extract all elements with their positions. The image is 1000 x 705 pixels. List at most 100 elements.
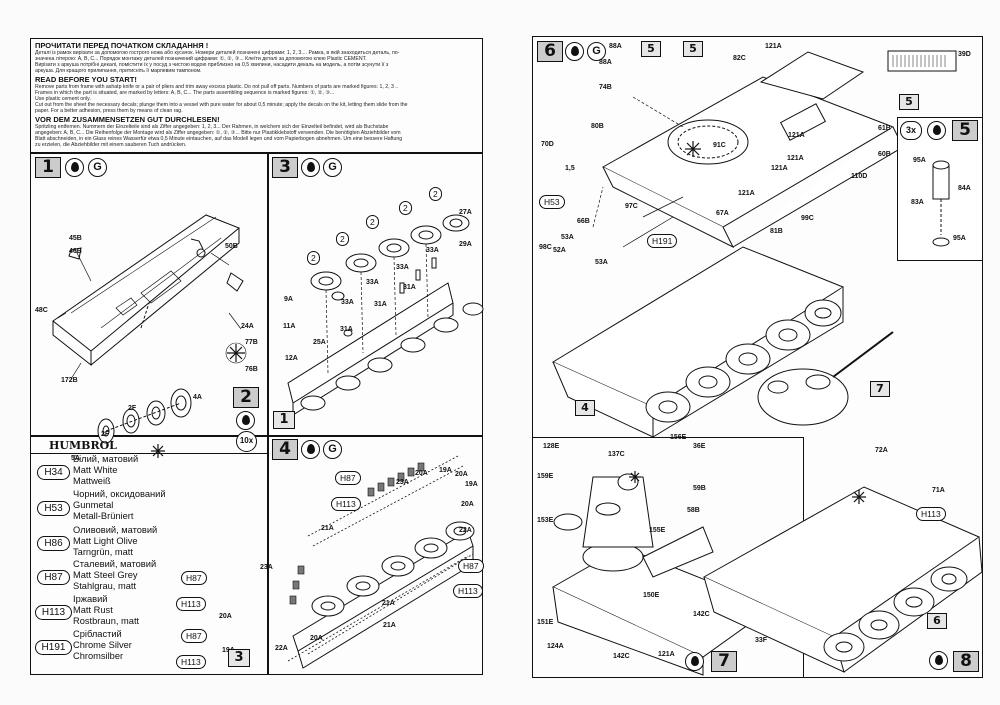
part-label: 80B xyxy=(591,123,604,130)
part-label: 22A xyxy=(459,527,472,534)
paint-name-de: Chromsilber xyxy=(73,651,124,661)
tracks-drawing xyxy=(287,455,475,669)
tank-final-drawing xyxy=(702,486,983,673)
paint-code: H191 xyxy=(35,640,72,655)
part-label: 19A xyxy=(439,467,452,474)
glue-type-icon: G xyxy=(88,158,107,177)
divider-horizontal xyxy=(533,437,803,439)
part-label: 53A xyxy=(561,234,574,241)
paint-code-badge: H87 xyxy=(181,571,207,585)
part-label: 121A xyxy=(738,190,755,197)
part-label: 20A xyxy=(219,613,232,620)
part-label: 76B xyxy=(245,366,258,373)
part-label: 142C xyxy=(693,611,710,618)
part-label: 84A xyxy=(958,185,971,192)
step-ref-marker: 5 xyxy=(683,41,703,57)
part-label: 23A xyxy=(396,479,409,486)
part-label: 60B xyxy=(878,151,891,158)
part-label: 172B xyxy=(61,377,78,384)
part-label: 77B xyxy=(245,339,258,346)
part-label: 48C xyxy=(35,307,48,314)
paint-name-en: Chrome Silver xyxy=(73,640,132,650)
paint-name-en: Matt White xyxy=(73,465,118,475)
paint-code-badge: H113 xyxy=(176,655,206,669)
part-label: 52A xyxy=(553,247,566,254)
part-label: 59B xyxy=(693,485,706,492)
paint-code-badge: H191 xyxy=(647,234,678,248)
part-label: 12A xyxy=(285,355,298,362)
step-5-number: 5 xyxy=(952,120,978,141)
paint-code-badge: H53 xyxy=(539,195,565,209)
part-label: 21A xyxy=(382,600,395,607)
step-6-number: 6 xyxy=(537,41,563,62)
part-label: 33A xyxy=(426,247,439,254)
legend-divider xyxy=(31,453,267,454)
part-label: 71A xyxy=(932,487,945,494)
part-label: 67A xyxy=(716,210,729,217)
step-2-number: 2 xyxy=(233,387,259,408)
divider-vertical xyxy=(267,152,269,674)
sub-step-marker: 1 xyxy=(273,411,295,429)
instructions-de-line-1: Spritzling entfernen. Nummern der Einzel… xyxy=(35,124,389,130)
paint-code: H87 xyxy=(37,570,70,585)
part-label: 46B xyxy=(69,248,82,255)
step-ref-marker: 5 xyxy=(641,41,661,57)
sub-step-marker: 4 xyxy=(575,400,595,416)
paint-name-de: Mattweiß xyxy=(73,476,111,486)
part-label: 20A xyxy=(461,501,474,508)
part-label: 20A xyxy=(455,471,468,478)
paint-code-badge: H113 xyxy=(176,597,206,611)
part-label: 31A xyxy=(403,284,416,291)
part-label: 98C xyxy=(539,244,552,251)
part-label: 121A xyxy=(658,651,675,658)
paint-code-badge: H113 xyxy=(453,584,483,598)
paint-code-badge: H87 xyxy=(335,471,361,485)
part-label: 121A xyxy=(787,155,804,162)
paint-name-uk: Срібластий xyxy=(73,629,122,639)
wheel-ref-badge: 2 xyxy=(307,251,320,265)
part-label: 124A xyxy=(547,643,564,650)
paint-code: H53 xyxy=(37,501,70,516)
paint-name-en: Gunmetal xyxy=(73,500,114,510)
paint-name-uk: Білий, матовий xyxy=(73,454,139,464)
part-label: 150E xyxy=(643,592,660,599)
part-label: 45B xyxy=(69,235,82,242)
step-3-number: 3 xyxy=(272,157,298,178)
part-label: 33A xyxy=(396,264,409,271)
part-label: 31A xyxy=(374,301,387,308)
part-label: 70D xyxy=(541,141,554,148)
part-label: 2F xyxy=(101,431,110,438)
paint-name-en: Matt Steel Grey xyxy=(73,570,138,580)
sub-step-marker: 3 xyxy=(228,649,250,667)
instructions-title-en: READ BEFORE YOU START! xyxy=(35,75,137,84)
step-7-number: 7 xyxy=(711,651,737,672)
instructions-en-line-4: Cut out from the sheet the necessary dec… xyxy=(35,102,408,108)
part-label: 97C xyxy=(625,203,638,210)
part-label: 33F xyxy=(755,637,768,644)
instructions-en-line-2: Frames in which the part is situated, ar… xyxy=(35,90,335,96)
part-label: 33A xyxy=(366,279,379,286)
part-label: 4A xyxy=(193,394,202,401)
step-8-number: 8 xyxy=(953,651,979,672)
wheel-ref-badge: 2 xyxy=(399,201,412,215)
glue-drop-icon xyxy=(301,158,320,177)
part-label: 39D xyxy=(958,51,971,58)
part-label: 142C xyxy=(613,653,630,660)
glue-drop-icon xyxy=(236,411,255,430)
part-label: 1,5 xyxy=(565,165,575,172)
part-label: 21A xyxy=(321,525,334,532)
divider-horizontal xyxy=(31,152,482,154)
divider-horizontal-lower xyxy=(31,435,482,437)
part-label: 74B xyxy=(599,84,612,91)
part-label: 33A xyxy=(341,299,354,306)
part-label: 66B xyxy=(577,218,590,225)
part-label: 31A xyxy=(340,326,353,333)
paint-code-badge: H113 xyxy=(331,497,361,511)
paint-name-uk: Чорний, оксидований xyxy=(73,489,166,499)
instructions-title-de: VOR DEM ZUSAMMENSETZEN GUT DURCHLESEN! xyxy=(35,115,220,124)
part-label: 19A xyxy=(465,481,478,488)
part-label: 156E xyxy=(670,434,687,441)
quantity-badge: 3x xyxy=(900,121,922,140)
part-label: 20A xyxy=(415,470,428,477)
part-label: 50B xyxy=(225,243,238,250)
